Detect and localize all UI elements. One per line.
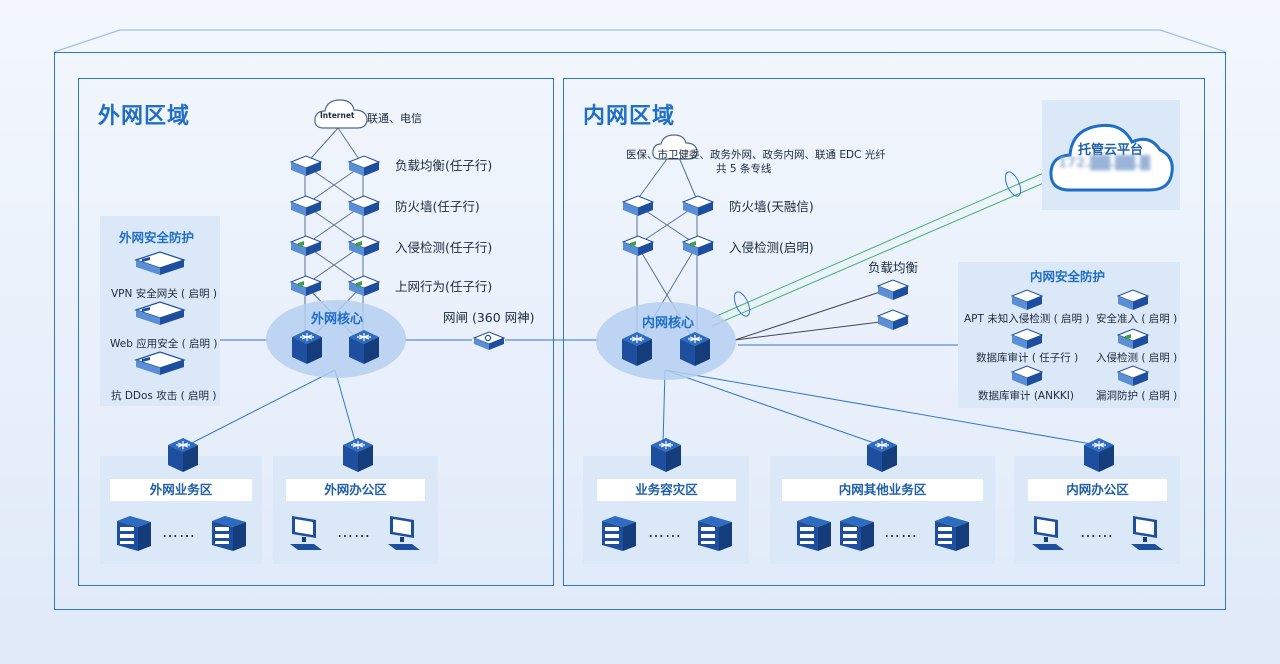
outer-zone-frame	[78, 78, 554, 586]
inner-business-zone-label: 内网其他业务区	[782, 479, 983, 501]
inner-security-item: 安全准入 ( 启明 )	[1096, 313, 1178, 325]
inner-core-ellipse	[596, 302, 736, 380]
internet-label: Internet	[320, 111, 355, 120]
cloud-platform-icon	[1046, 108, 1176, 196]
computer-icon	[288, 514, 324, 556]
outer-behavior-label: 上网行为(任子行)	[395, 279, 493, 294]
vpn-gateway-icon	[134, 250, 186, 280]
internet-cloud-icon: Internet	[312, 96, 370, 132]
server-icon	[210, 513, 248, 557]
firewall-icon	[681, 194, 715, 222]
server-icon	[795, 513, 833, 557]
db-audit-icon	[1010, 364, 1044, 392]
core-switch-icon	[290, 328, 324, 370]
inner-security-item: 入侵检测 ( 启明 )	[1096, 352, 1178, 364]
server-icon	[696, 513, 734, 557]
private-line-cloud-icon	[650, 132, 700, 162]
load-balancer-icon	[347, 154, 381, 182]
inner-lines-text2: 共 5 条专线	[716, 163, 772, 175]
access-switch-icon	[649, 436, 683, 478]
cloud-ip: 172.██.██.█	[1058, 156, 1150, 171]
computer-icon	[1030, 514, 1066, 556]
db-audit-icon	[1010, 327, 1044, 355]
internet-provider: 联通、电信	[367, 112, 422, 125]
load-balancer-icon	[876, 308, 910, 336]
inner-lines-text: 医保、市卫健委、政务外网、政务内网、联通 EDC 光纤	[626, 149, 886, 161]
vulnerability-protection-icon	[1116, 364, 1150, 392]
ellipsis: ……	[162, 522, 196, 541]
outer-security-item: VPN 安全网关 ( 启明 )	[111, 288, 217, 300]
inner-zone-frame	[563, 78, 1205, 586]
ids-icon	[289, 234, 323, 262]
gateway-icon	[472, 330, 506, 356]
core-switch-icon	[347, 328, 381, 370]
inner-firewall-label: 防火墙(天融信)	[729, 199, 814, 214]
outer-ids-label: 入侵检测(任子行)	[395, 240, 493, 255]
access-control-icon	[1116, 288, 1150, 316]
inner-security-item: 数据库审计 (ANKKI)	[978, 390, 1074, 402]
outer-load-balancer-label: 负载均衡(任子行)	[395, 158, 493, 173]
server-icon	[600, 513, 638, 557]
outer-security-title: 外网安全防护	[119, 230, 195, 245]
web-security-icon	[134, 300, 186, 330]
inner-security-title: 内网安全防护	[1030, 269, 1106, 284]
anti-ddos-icon	[134, 350, 186, 380]
outer-business-zone-label: 外网业务区	[110, 479, 252, 501]
access-switch-icon	[341, 436, 375, 478]
ids-icon	[347, 234, 381, 262]
outer-firewall-label: 防火墙(任子行)	[395, 199, 480, 214]
behavior-icon	[347, 274, 381, 302]
cloud-title: 托管云平台	[1078, 143, 1144, 158]
load-balancer-icon	[876, 278, 910, 306]
access-switch-icon	[166, 436, 200, 478]
load-balancer-icon	[289, 154, 323, 182]
gate-label: 网闸 (360 网神)	[443, 310, 535, 325]
firewall-icon	[289, 194, 323, 222]
cloud-ip-text: 172.██.██.█	[1058, 156, 1150, 171]
access-switch-icon	[1082, 436, 1116, 478]
outer-core-label: 外网核心	[311, 312, 364, 327]
ellipsis: ……	[884, 522, 918, 541]
firewall-icon	[621, 194, 655, 222]
firewall-icon	[347, 194, 381, 222]
inner-office-zone-label: 内网办公区	[1028, 479, 1167, 501]
ids-icon	[1116, 327, 1150, 355]
apt-detection-icon	[1010, 288, 1044, 316]
computer-icon	[1129, 514, 1165, 556]
outer-security-item: 抗 DDos 攻击 ( 启明 )	[111, 390, 217, 402]
inner-security-item: 数据库审计 ( 任子行 )	[976, 352, 1079, 364]
inner-security-item: APT 未知入侵检测 ( 启明 )	[964, 313, 1090, 325]
server-icon	[115, 513, 153, 557]
outer-zone-title: 外网区域	[98, 104, 191, 129]
outer-core-ellipse	[266, 300, 406, 378]
server-icon	[838, 513, 876, 557]
behavior-icon	[289, 274, 323, 302]
outer-security-item: Web 应用安全 ( 启明 )	[110, 338, 218, 350]
inner-zone-title: 内网区域	[583, 104, 676, 129]
inner-security-item: 漏洞防护 ( 启明 )	[1096, 390, 1178, 402]
access-switch-icon	[865, 436, 899, 478]
dr-zone-label: 业务容灾区	[597, 479, 736, 501]
inner-load-balancer-label: 负载均衡	[868, 260, 919, 275]
ellipsis: ……	[337, 522, 371, 541]
ids-icon	[621, 234, 655, 262]
ellipsis: ……	[648, 522, 682, 541]
core-switch-icon	[678, 330, 712, 372]
inner-core-label: 内网核心	[642, 316, 695, 331]
inner-ids-label: 入侵检测(启明)	[729, 240, 814, 255]
computer-icon	[386, 514, 422, 556]
ellipsis: ……	[1080, 522, 1114, 541]
outer-frame	[54, 52, 1226, 610]
outer-office-zone-label: 外网办公区	[286, 479, 425, 501]
server-icon	[933, 513, 971, 557]
core-switch-icon	[620, 330, 654, 372]
ids-icon	[681, 234, 715, 262]
